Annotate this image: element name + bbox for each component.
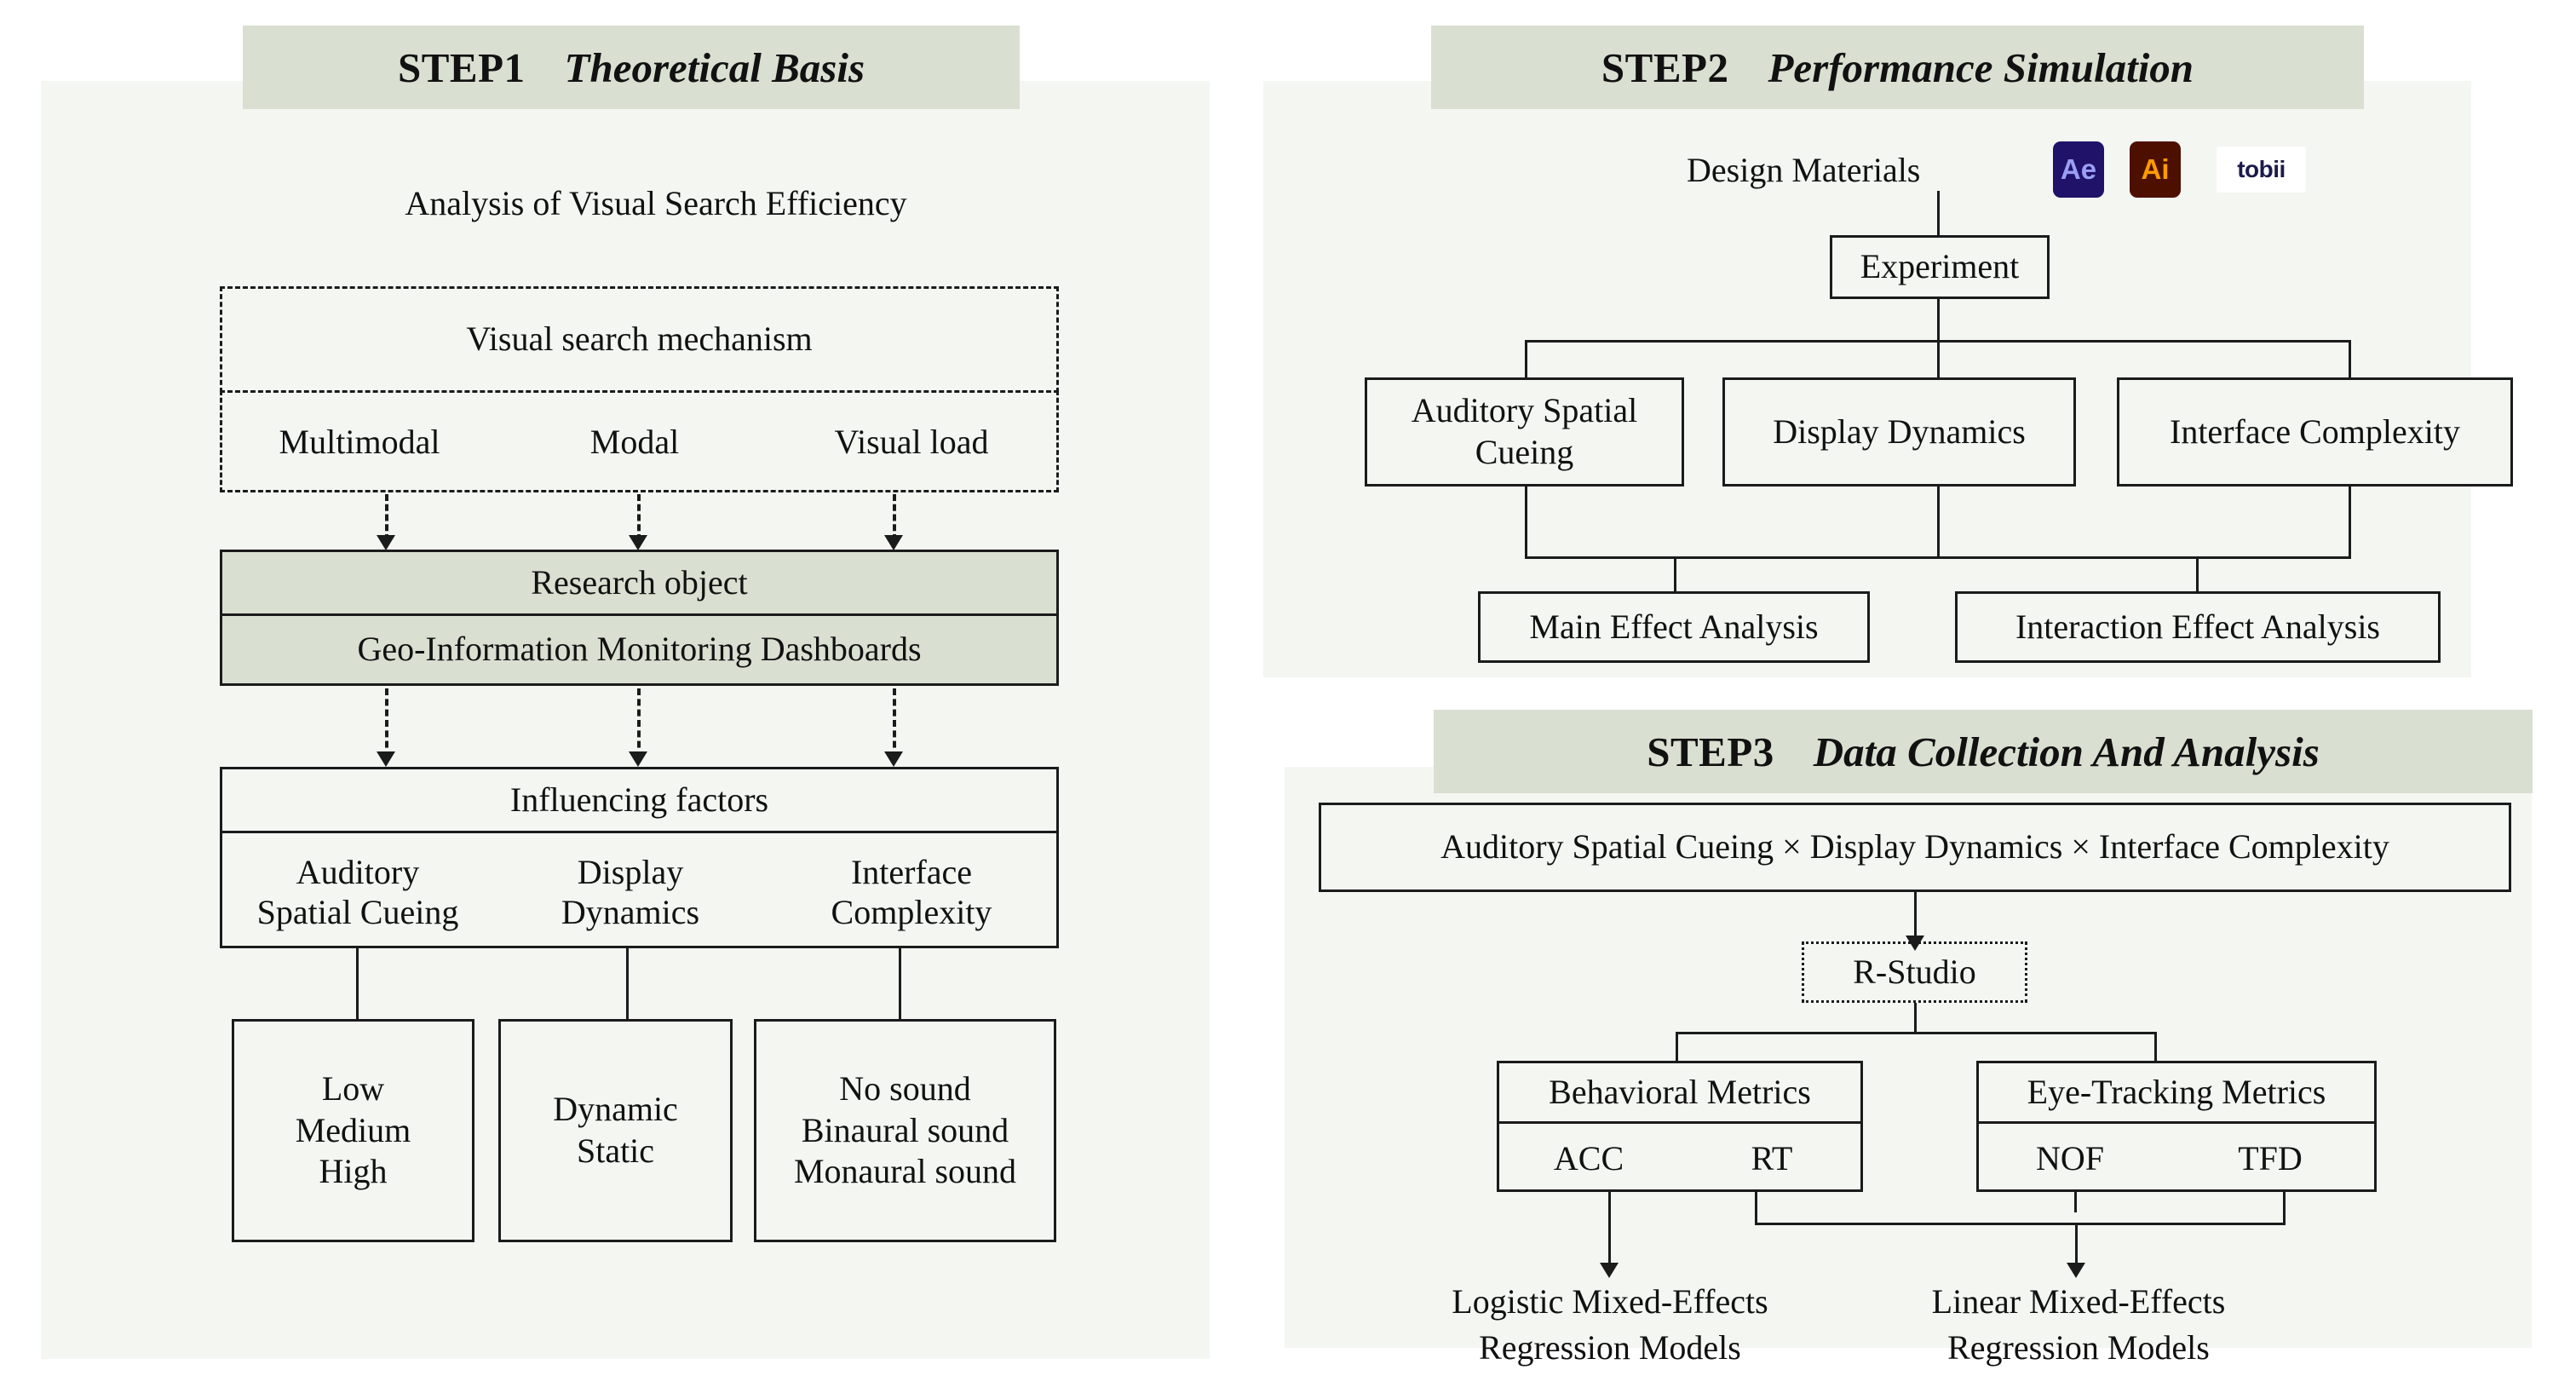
level-box-display-dynamics: Dynamic Static — [498, 1019, 733, 1242]
connector-nof-down — [2074, 1192, 2077, 1212]
influencing-factors-box: Influencing factors — [220, 767, 1059, 833]
arrowhead-5 — [629, 751, 647, 767]
connector-solid-2 — [626, 948, 629, 1020]
branch-linear-down — [2075, 1223, 2078, 1269]
logistic-model-label: Logistic Mixed-Effects Regression Models — [1452, 1282, 1768, 1367]
connector-solid-3 — [899, 948, 901, 1020]
research-object-box: Research object — [220, 550, 1059, 616]
design-materials-label: Design Materials — [1687, 151, 1921, 189]
research-object-title: Research object — [531, 562, 748, 602]
level-box-auditory-cueing: No sound Binaural sound Monaural sound — [754, 1019, 1056, 1242]
illustrator-logo: Ai — [2130, 141, 2181, 198]
mechanism-title: Visual search mechanism — [466, 320, 813, 359]
connector-design-to-rstudio — [1914, 892, 1917, 941]
connector-right-to-bus — [2349, 486, 2351, 558]
mechanism-item-multimodal: Multimodal — [279, 422, 440, 461]
main-effect-analysis-box: Main Effect Analysis — [1478, 591, 1870, 663]
after-effects-logo: Ae — [2053, 141, 2104, 198]
branch-left-down — [1525, 340, 1527, 379]
factor-interface-complexity: Interface Complexity — [831, 853, 992, 931]
metric-tfd: TFD — [2238, 1138, 2303, 1177]
geo-dashboards-box: Geo-Information Monitoring Dashboards — [220, 616, 1059, 686]
bus-metrics-split — [1676, 1032, 2157, 1034]
branch-main-effect — [1674, 556, 1676, 594]
connector-tfd-down — [2283, 1192, 2286, 1224]
connector-rstudio-down — [1914, 1003, 1917, 1033]
connector-solid-1 — [356, 948, 359, 1020]
step2-box-interface-complexity: Interface Complexity — [2117, 377, 2513, 486]
step2-number: STEP2 — [1601, 43, 1729, 91]
arrowhead-linear — [2067, 1263, 2085, 1278]
arrowhead-1 — [377, 535, 395, 550]
branch-behavioral-down — [1676, 1032, 1678, 1070]
connector-dashed-5 — [637, 688, 641, 758]
step1-title: Theoretical Basis — [564, 43, 865, 91]
step1-number: STEP1 — [397, 43, 526, 91]
step3-number: STEP3 — [1647, 728, 1774, 775]
eye-tracking-metrics-title-box: Eye-Tracking Metrics — [1976, 1061, 2377, 1124]
bus-analysis-split — [1525, 556, 2351, 559]
connector-dashed-1 — [385, 494, 388, 541]
metric-acc: ACC — [1553, 1138, 1624, 1177]
level-box-interface-complexity: Low Medium High — [232, 1019, 474, 1242]
arrowhead-2 — [629, 535, 647, 550]
step3-header: STEP3 Data Collection And Analysis — [1434, 710, 2533, 793]
influencing-factors-items-box — [220, 833, 1059, 948]
connector-behavioral-to-logistic — [1608, 1192, 1611, 1269]
mechanism-item-visual-load: Visual load — [834, 422, 989, 461]
connector-dashed-6 — [893, 688, 896, 758]
metric-nof: NOF — [2035, 1138, 2105, 1177]
influencing-factors-title: Influencing factors — [509, 780, 769, 819]
bus-models-split — [1755, 1223, 2286, 1225]
rstudio-box: R-Studio — [1802, 941, 2027, 1003]
metric-rt: RT — [1751, 1138, 1793, 1177]
behavioral-metrics-values-box — [1497, 1124, 1863, 1192]
step3-design-box: Auditory Spatial Cueing × Display Dynami… — [1319, 803, 2511, 892]
connector-rt-down — [1755, 1192, 1757, 1224]
connector-left-to-bus — [1525, 486, 1527, 558]
factor-auditory-spatial-cueing: Auditory Spatial Cueing — [256, 853, 459, 931]
step2-box-auditory-spatial-cueing: Auditory Spatial Cueing — [1365, 377, 1684, 486]
linear-model-label: Linear Mixed-Effects Regression Models — [1931, 1282, 2226, 1367]
step3-title: Data Collection And Analysis — [1813, 728, 2320, 775]
step1-subtitle: Analysis of Visual Search Efficiency — [405, 184, 907, 222]
behavioral-metrics-title-box: Behavioral Metrics — [1497, 1061, 1863, 1124]
arrowhead-4 — [377, 751, 395, 767]
connector-dashed-3 — [893, 494, 896, 541]
branch-mid-down — [1937, 340, 1940, 379]
factor-display-dynamics: Display Dynamics — [561, 853, 700, 931]
step2-box-display-dynamics: Display Dynamics — [1722, 377, 2076, 486]
step2-title: Performance Simulation — [1768, 43, 2194, 91]
mechanism-item-modal: Modal — [589, 422, 680, 461]
experiment-box: Experiment — [1830, 235, 2050, 299]
tobii-logo: tobii — [2217, 147, 2306, 193]
step2-header: STEP2 Performance Simulation — [1431, 26, 2364, 109]
interaction-effect-analysis-box: Interaction Effect Analysis — [1955, 591, 2441, 663]
connector-design-to-experiment — [1937, 191, 1940, 239]
connector-dashed-2 — [637, 494, 641, 541]
eye-tracking-metrics-values-box — [1976, 1124, 2377, 1192]
connector-experiment-down — [1937, 299, 1940, 342]
connector-mid-to-bus — [1937, 486, 1940, 558]
geo-dashboards-label: Geo-Information Monitoring Dashboards — [357, 630, 922, 669]
branch-right-down — [2349, 340, 2351, 379]
arrowhead-3 — [884, 535, 903, 550]
branch-eyetracking-down — [2154, 1032, 2157, 1070]
visual-search-mechanism-items-box — [220, 390, 1059, 492]
step1-header: STEP1 Theoretical Basis — [243, 26, 1020, 109]
branch-interaction-effect — [2196, 556, 2199, 594]
arrowhead-logistic — [1600, 1263, 1619, 1278]
visual-search-mechanism-title-box: Visual search mechanism — [220, 286, 1059, 393]
arrowhead-6 — [884, 751, 903, 767]
connector-dashed-4 — [385, 688, 388, 758]
